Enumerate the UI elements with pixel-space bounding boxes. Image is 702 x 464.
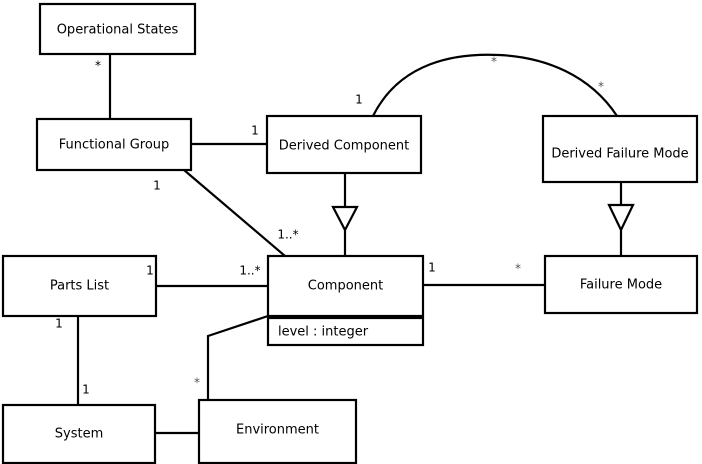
multiplicity-curve-left: 1	[355, 93, 363, 107]
class-rect-failure-mode[interactable]	[543, 254, 699, 315]
class-box-failure-mode[interactable]: Failure Mode	[543, 254, 699, 315]
multiplicity-component-top-left: 1..*	[277, 228, 298, 242]
assoc-derived-component-derived-failure-mode[interactable]	[372, 53, 618, 117]
multiplicity-system-top: 1	[82, 383, 90, 397]
assoc-functional-group-component[interactable]	[183, 169, 286, 257]
multiplicity-curve-right: *	[598, 80, 604, 94]
class-attribute-level: level : integer	[278, 325, 369, 340]
assoc-component-environment[interactable]	[206, 314, 269, 400]
class-rect-functional-group[interactable]	[35, 117, 193, 172]
class-box-system[interactable]: System	[1, 403, 157, 464]
class-rect-derived-failure-mode[interactable]	[541, 114, 699, 184]
class-rect-system[interactable]	[1, 403, 157, 464]
class-box-operational-states[interactable]: Operational States	[38, 2, 197, 56]
class-name-parts-list: Parts List	[50, 279, 109, 294]
multiplicity-environment-top: *	[194, 376, 200, 390]
multiplicity-parts-list-right: 1	[146, 264, 154, 278]
class-box-derived-failure-mode[interactable]: Derived Failure Mode	[541, 114, 699, 184]
multiplicity-labels: * 1 1 1..* 1 * * 1 1..* 1 1 1 * *	[55, 55, 604, 397]
class-name-failure-mode: Failure Mode	[580, 278, 662, 293]
generalization-edges	[331, 173, 635, 256]
class-name-system: System	[55, 427, 103, 442]
class-name-functional-group: Functional Group	[59, 138, 170, 153]
class-box-parts-list[interactable]: Parts List	[1, 254, 158, 318]
class-rect-component[interactable]	[266, 254, 425, 318]
hollow-triangle-icon-derived-failure-mode	[607, 203, 635, 233]
association-lines	[76, 53, 618, 435]
multiplicity-parts-list-bottom: 1	[55, 317, 63, 331]
multiplicity-failure-mode-left: *	[515, 262, 521, 276]
class-rect-environment[interactable]	[197, 398, 358, 464]
class-box-derived-component[interactable]: Derived Component	[265, 114, 423, 175]
class-rect-operational-states[interactable]	[38, 2, 197, 56]
class-box-component[interactable]: Component level : integer	[266, 254, 425, 347]
class-box-environment[interactable]: Environment	[197, 398, 358, 464]
multiplicity-derived-component-left: 1	[251, 124, 259, 138]
class-box-functional-group[interactable]: Functional Group	[35, 117, 193, 172]
class-attr-compartment-component[interactable]	[266, 316, 425, 347]
multiplicity-curve-apex: *	[491, 55, 497, 69]
class-name-derived-component: Derived Component	[279, 139, 410, 154]
class-rect-derived-component[interactable]	[265, 114, 423, 175]
hollow-triangle-icon-derived-component	[331, 205, 359, 233]
class-name-environment: Environment	[236, 423, 319, 438]
class-name-operational-states: Operational States	[57, 23, 179, 38]
class-name-derived-failure-mode: Derived Failure Mode	[551, 147, 688, 162]
multiplicity-component-left: 1..*	[239, 264, 260, 278]
multiplicity-component-right: 1	[428, 261, 436, 275]
class-name-component: Component	[308, 279, 383, 294]
class-rect-parts-list[interactable]	[1, 254, 158, 318]
multiplicity-functional-group-bottom: 1	[153, 179, 161, 193]
multiplicity-operational-states: *	[95, 59, 101, 73]
